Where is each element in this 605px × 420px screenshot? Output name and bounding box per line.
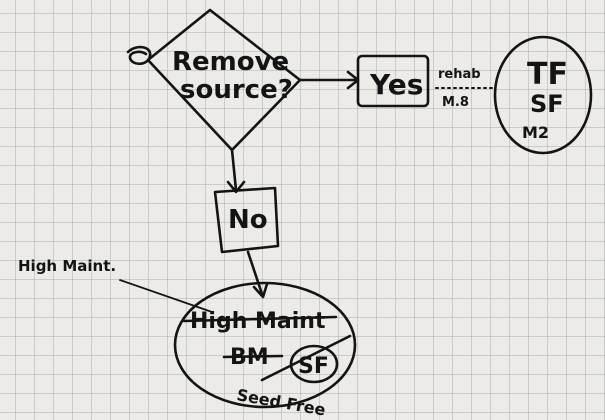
arrow-to-yes [298, 70, 360, 90]
strikethrough-3 [260, 334, 352, 382]
yes-outcome-line1: TF [527, 57, 568, 92]
decision-label-line2: source? [180, 75, 293, 105]
arrow-to-no-outcome [246, 250, 269, 299]
strikethrough-1 [182, 315, 338, 323]
no-node [213, 186, 280, 254]
yes-outcome-line2: SF [530, 90, 564, 118]
decision-label-line1: Remove [172, 47, 289, 77]
yes-outcome-ellipse [493, 35, 593, 155]
edge-label-top: rehab [438, 67, 481, 82]
yes-node-label: Yes [369, 68, 423, 101]
no-node-label: No [228, 205, 268, 235]
strikethrough-2 [222, 354, 284, 359]
yes-node [356, 54, 430, 108]
side-note: High Maint. [18, 257, 116, 275]
no-outcome-line3: Seed Free [235, 385, 327, 419]
yes-outcome-line3: M2 [522, 123, 549, 142]
no-outcome-circled: SF [298, 354, 329, 379]
edge-label-bottom: M.8 [442, 95, 469, 110]
arrow-to-no [226, 148, 246, 194]
circled-sf-ring [289, 344, 339, 384]
no-outcome-ellipse [173, 281, 357, 409]
side-note-pointer [119, 279, 213, 313]
scribble-mark [126, 45, 152, 66]
